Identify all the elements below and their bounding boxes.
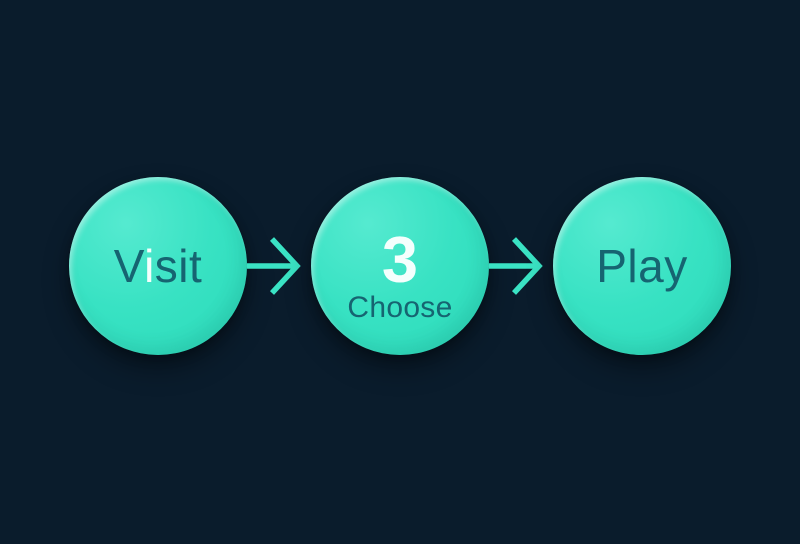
process-flow: Visit 3 Choose Play — [69, 177, 731, 355]
step-choose-content: 3 Choose — [347, 222, 453, 325]
step-label-choose: Choose — [347, 291, 453, 325]
arrow-right-icon — [489, 237, 543, 295]
step-label-visit-highlight: i — [144, 240, 155, 292]
step-label-visit-prefix: V — [113, 240, 145, 292]
step-circle-play: Play — [553, 177, 731, 355]
step-label-play: Play — [596, 240, 688, 292]
step-circle-choose: 3 Choose — [311, 177, 489, 355]
step-circle-visit: Visit — [69, 177, 247, 355]
step-label-visit-suffix: sit — [154, 240, 203, 292]
step-number: 3 — [381, 222, 419, 296]
arrow-right-icon — [247, 237, 301, 295]
step-label-visit: Visit — [114, 243, 203, 289]
